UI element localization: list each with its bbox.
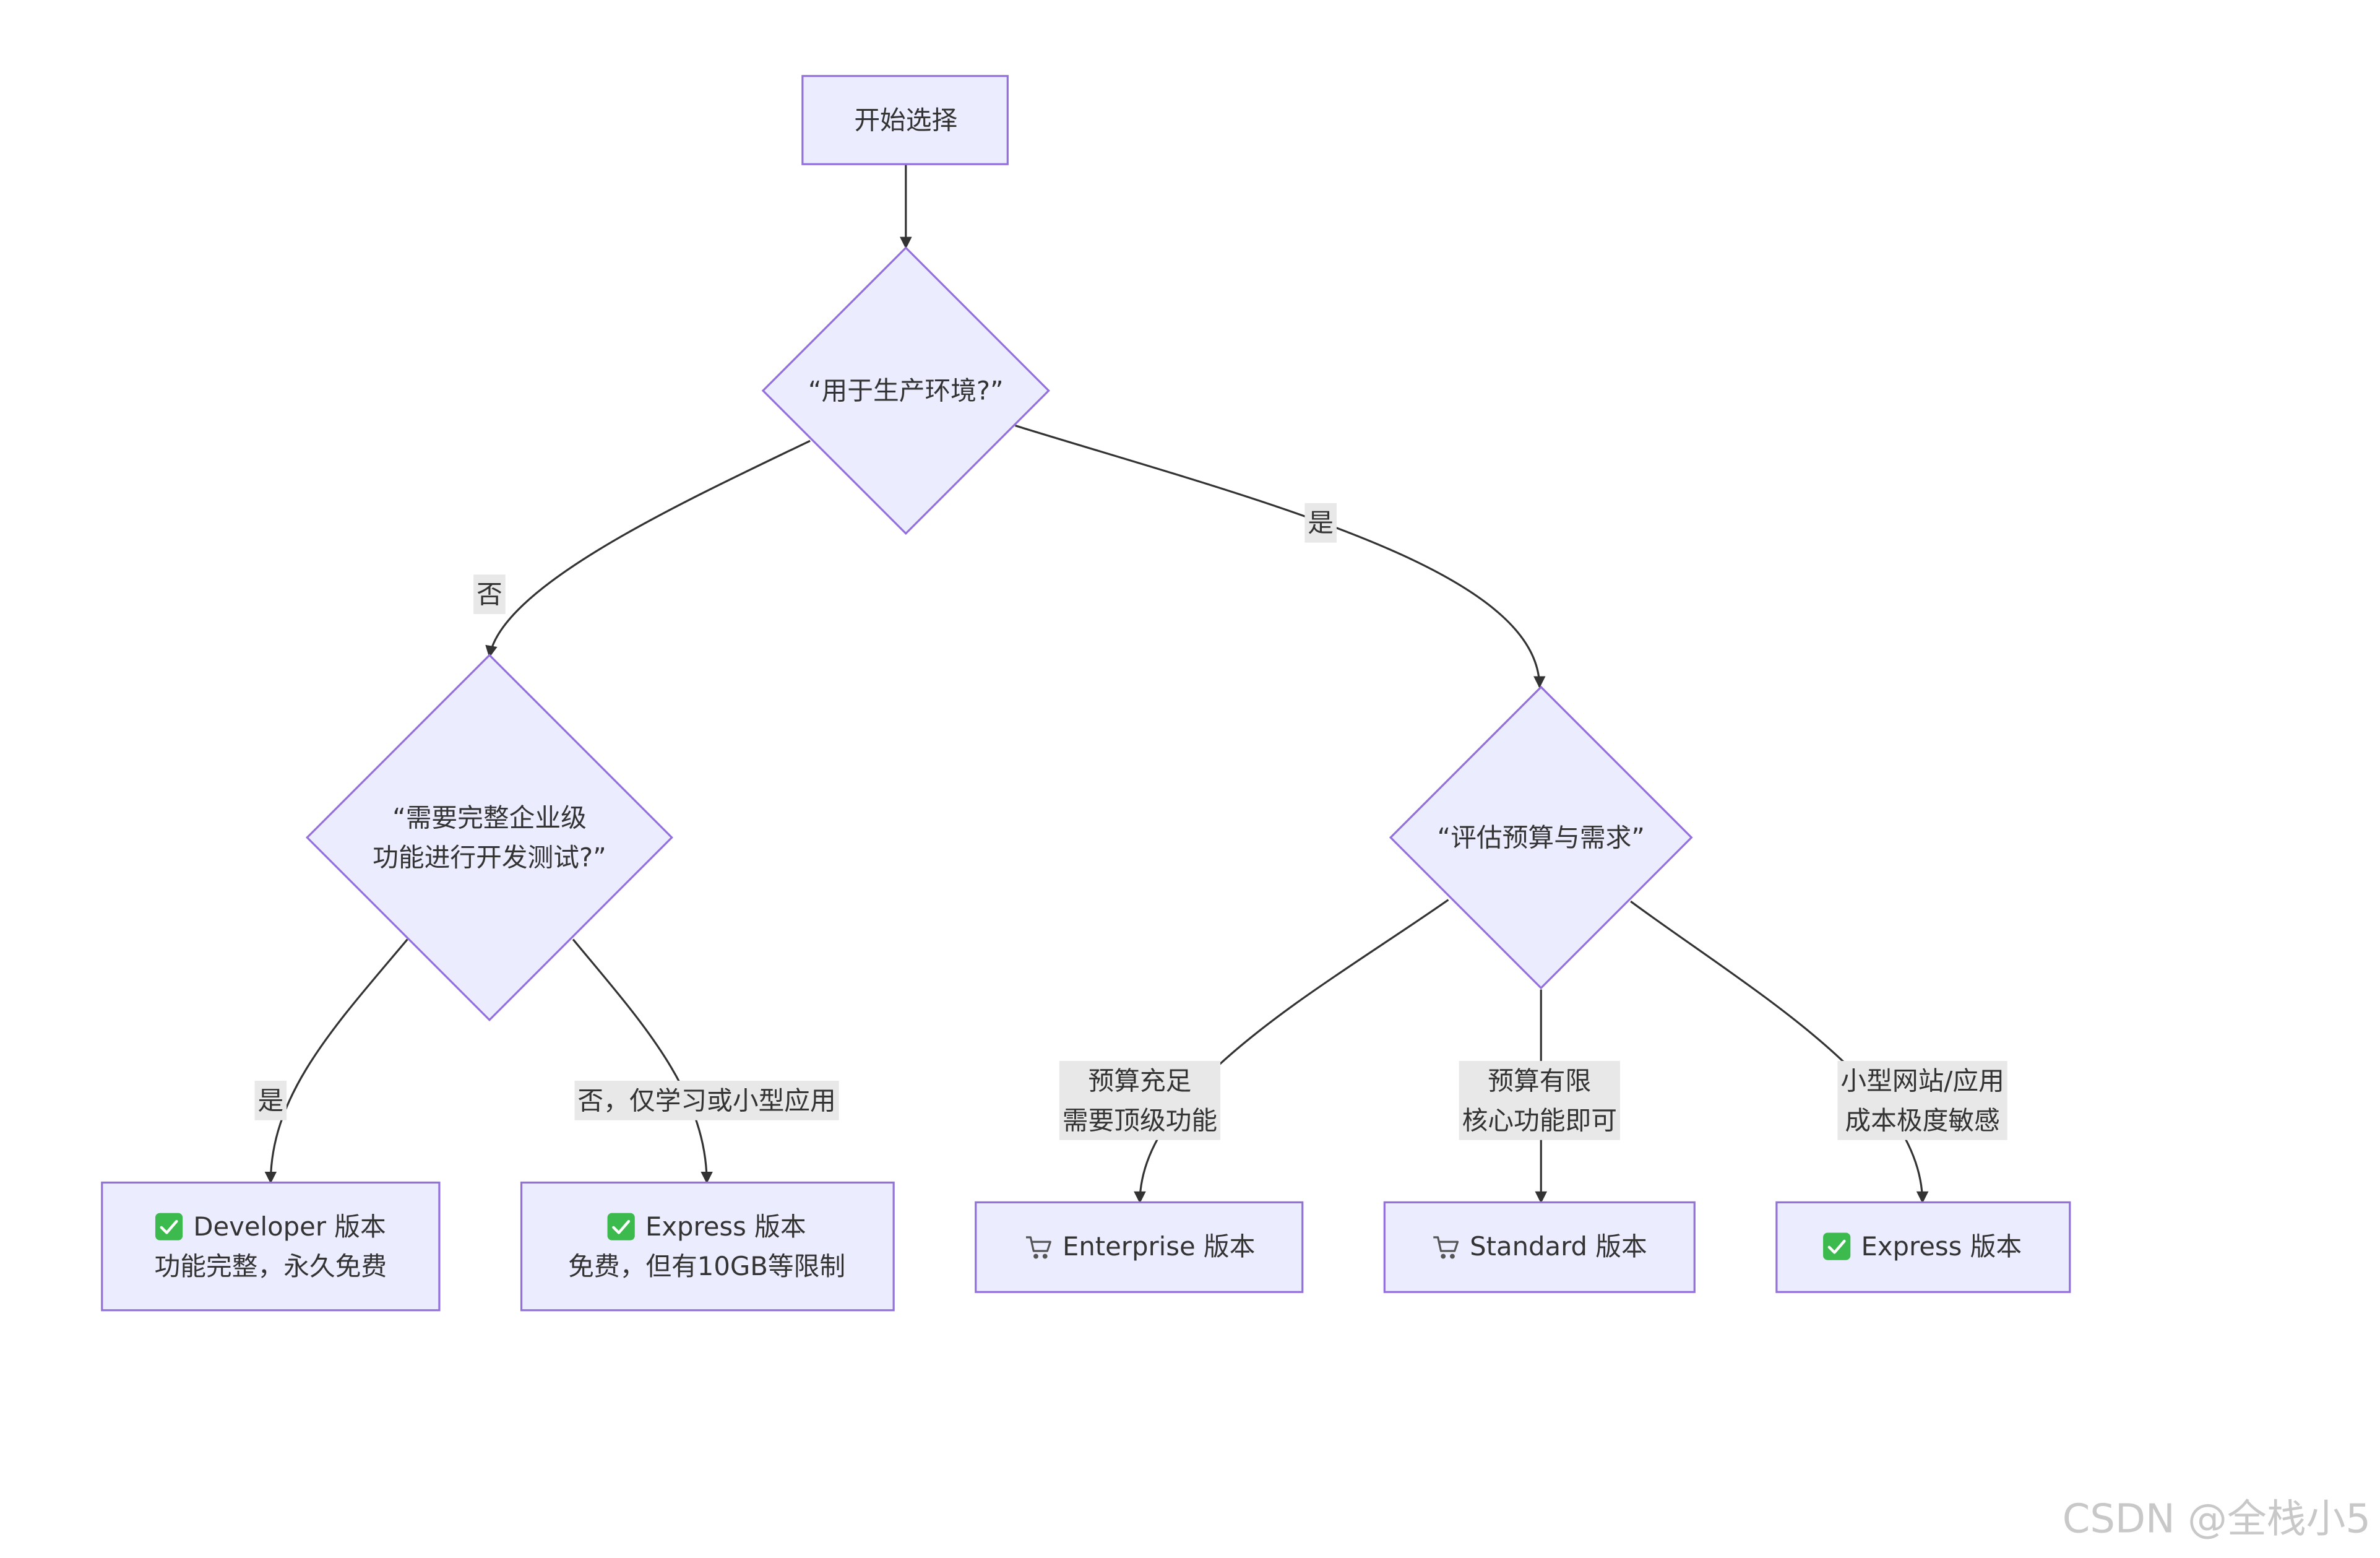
label-line: Standard 版本 — [1470, 1231, 1647, 1262]
label-line: Enterprise 版本 — [1063, 1231, 1255, 1262]
label-line: “需要完整企业级 — [392, 803, 587, 833]
label-line: 功能完整，永久免费 — [155, 1251, 387, 1281]
label-line: 功能进行开发测试?” — [373, 842, 606, 872]
node-start-label: 开始选择 — [854, 105, 957, 135]
edge-label-background — [1459, 1061, 1620, 1140]
edge-label-background — [254, 1080, 287, 1120]
label-line: 是 — [257, 1085, 283, 1115]
label-line: 否 — [476, 579, 502, 610]
check-icon — [1823, 1232, 1851, 1260]
edge-budget-enough — [1134, 899, 1449, 1204]
edge-label-background — [1304, 503, 1337, 543]
edge-label-background — [473, 574, 506, 615]
node-enterprise-edition: Enterprise 版本 — [975, 1201, 1304, 1293]
edges — [264, 164, 1929, 1204]
edge-production-no — [485, 439, 811, 658]
label-line: 小型网站/应用 — [1840, 1065, 2004, 1096]
label-line: Developer 版本 — [193, 1211, 386, 1242]
label-line: 核心功能即可 — [1462, 1105, 1617, 1135]
label-line: “评估预算与需求” — [1438, 823, 1645, 853]
edge-label-production-no: 否 — [473, 574, 506, 615]
label-line: 否，仅学习或小型应用 — [577, 1085, 835, 1115]
node-production-decision-label: “用于生产环境?” — [808, 376, 1004, 406]
edge-production-yes — [1015, 425, 1546, 688]
label-line: 预算有限 — [1488, 1065, 1591, 1096]
edge-devtest-yes — [264, 938, 408, 1184]
node-express-edition-small-label: Express 版本 — [1823, 1231, 2022, 1262]
check-icon — [607, 1213, 635, 1240]
label-line: 成本极度敏感 — [1845, 1105, 1999, 1135]
edge-devtest-no — [572, 938, 713, 1184]
node-standard-edition-label: Standard 版本 — [1433, 1231, 1647, 1262]
cart-icon — [1433, 1236, 1459, 1259]
label-line: 开始选择 — [854, 105, 957, 135]
check-icon — [155, 1213, 183, 1240]
node-start: 开始选择 — [801, 75, 1009, 165]
watermark: CSDN @全栈小5 — [2063, 1496, 2371, 1542]
edge-budget-small — [1630, 900, 1929, 1204]
label-line: Express 版本 — [645, 1211, 806, 1242]
node-budget-decision: “评估预算与需求” — [1389, 685, 1693, 990]
label-line: Express 版本 — [1861, 1231, 2022, 1262]
label-line: 预算充足 — [1088, 1065, 1191, 1096]
edge-label-production-yes: 是 — [1304, 503, 1337, 543]
edge-label-background — [1837, 1061, 2007, 1140]
label-line: 需要顶级功能 — [1063, 1105, 1217, 1135]
node-production-decision: “用于生产环境?” — [761, 246, 1050, 535]
node-express-edition-small: Express 版本 — [1775, 1201, 2071, 1293]
node-budget-decision-label: “评估预算与需求” — [1438, 823, 1645, 853]
label-line: 是 — [1308, 508, 1334, 538]
edge-label-background — [574, 1080, 839, 1120]
edge-label-devtest-no: 否，仅学习或小型应用 — [574, 1080, 839, 1120]
node-standard-edition: Standard 版本 — [1383, 1201, 1696, 1293]
label-line: “用于生产环境?” — [808, 376, 1004, 406]
edge-label-background — [1059, 1061, 1221, 1140]
node-enterprise-edition-label: Enterprise 版本 — [1026, 1231, 1255, 1262]
edge-label-devtest-yes: 是 — [254, 1080, 287, 1120]
label-line: 免费，但有10GB等限制 — [568, 1251, 845, 1281]
cart-icon — [1026, 1236, 1051, 1259]
